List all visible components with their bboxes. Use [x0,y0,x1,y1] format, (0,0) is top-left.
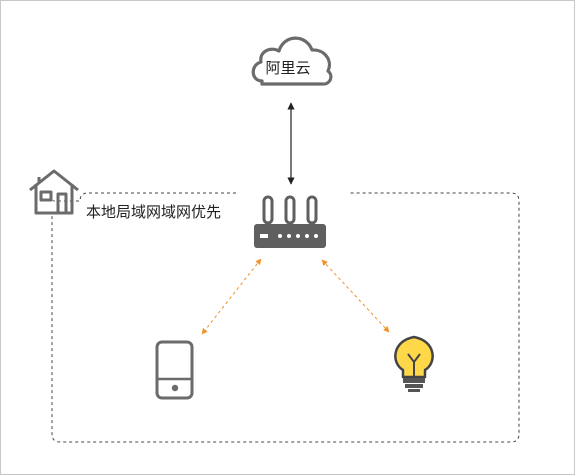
smartphone-icon [155,340,194,400]
cloud-icon [251,36,333,86]
lightbulb-icon [394,335,434,392]
house-icon [29,169,79,215]
lan-boundary [51,192,520,443]
lan-label: 本地局域网域网优先 [86,203,222,221]
router-icon [254,195,326,248]
cloud-label: 阿里云 [265,59,311,77]
router-bulb-link [321,259,390,333]
router-phone-link [201,258,262,335]
